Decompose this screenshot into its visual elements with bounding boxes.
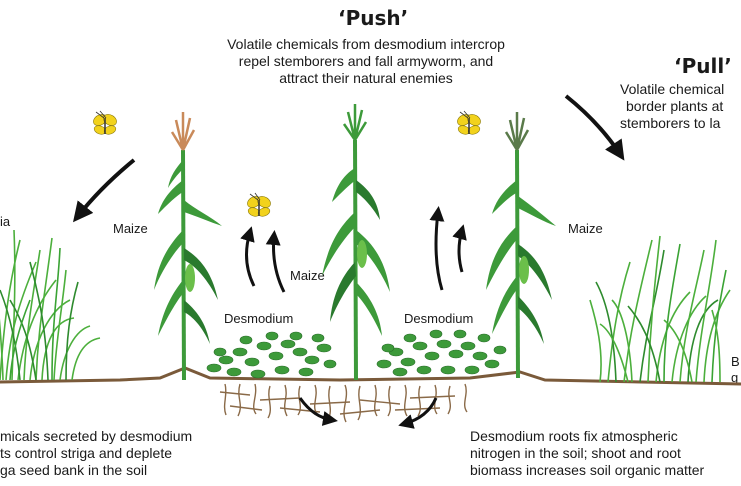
push-line-3: attract their natural enemies xyxy=(279,70,453,86)
label-desmodium-right: Desmodium xyxy=(404,311,474,326)
pull-line-3: stemborers to la xyxy=(620,115,721,131)
moth-icon-right xyxy=(457,110,481,135)
root-arrow-left xyxy=(298,397,338,426)
pull-line-1: Volatile chemical xyxy=(620,81,725,97)
moth-icon-left xyxy=(93,110,117,135)
soil-line xyxy=(0,366,741,386)
push-description: Volatile chemicals from desmodium interc… xyxy=(188,36,544,87)
moth-icon-center xyxy=(247,192,271,217)
root-arrow-right xyxy=(398,397,438,429)
label-left-cut: ia xyxy=(0,214,11,229)
volatile-arrow-1 xyxy=(240,226,256,287)
bottom-right-line-2: nitrogen in the soil; shoot and root xyxy=(470,445,681,461)
bottom-left-line-1: micals secreted by desmodium xyxy=(0,428,193,444)
label-maize-left: Maize xyxy=(113,221,148,236)
border-grass-right xyxy=(589,235,731,383)
pull-arrow-right xyxy=(564,94,625,161)
label-desmodium-left: Desmodium xyxy=(224,311,294,326)
bottom-right-note: Desmodium roots fix atmospheric nitrogen… xyxy=(470,428,704,479)
bottom-left-line-2: ts control striga and deplete xyxy=(0,445,172,461)
volatile-arrow-2 xyxy=(265,230,286,293)
maize-left xyxy=(154,112,222,381)
label-maize-center: Maize xyxy=(290,268,325,283)
push-line-2: repel stemborers and fall armyworm, and xyxy=(238,53,494,69)
volatile-arrow-4 xyxy=(452,224,467,273)
label-maize-right: Maize xyxy=(568,221,603,236)
desmodium-left xyxy=(206,331,337,379)
pull-line-2: border plants at xyxy=(626,98,724,114)
border-grass-left xyxy=(0,229,101,381)
volatile-arrow-3 xyxy=(429,206,445,291)
bottom-right-line-1: Desmodium roots fix atmospheric xyxy=(470,428,678,444)
label-right-cut-1: B xyxy=(731,354,740,369)
bottom-left-note: micals secreted by desmodium ts control … xyxy=(0,428,192,479)
pull-arrow-left xyxy=(73,158,136,223)
push-line-1: Volatile chemicals from desmodium interc… xyxy=(227,36,505,52)
pull-title: ‘Pull’ xyxy=(674,54,732,78)
maize-right xyxy=(486,112,556,379)
desmodium-right xyxy=(376,329,507,377)
push-title: ‘Push’ xyxy=(338,6,409,30)
desmodium-roots xyxy=(219,383,468,423)
maize-center xyxy=(322,104,390,381)
label-right-cut-2: g xyxy=(731,370,739,385)
pull-description: Volatile chemical border plants at stemb… xyxy=(620,81,724,132)
bottom-right-line-3: biomass increases soil organic matter xyxy=(470,462,705,478)
bottom-left-line-3: ga seed bank in the soil xyxy=(0,462,148,478)
